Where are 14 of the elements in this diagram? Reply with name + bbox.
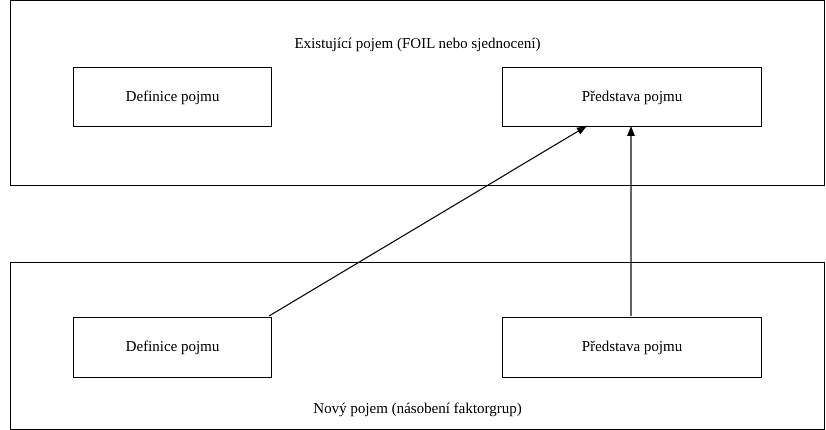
concept-box <box>502 317 762 378</box>
box-label: Definice pojmu <box>126 88 220 107</box>
arrow <box>268 125 588 317</box>
group-frame <box>10 0 825 186</box>
box-label: Představa pojmu <box>582 88 682 107</box>
box-label: Definice pojmu <box>126 338 220 358</box>
group-heading: Nový pojem (násobení faktorgrup) <box>313 400 522 418</box>
arrow <box>627 126 635 316</box>
concept-box <box>73 67 272 127</box>
concept-box <box>73 317 272 378</box>
concept-box <box>502 67 762 127</box>
box-label: Představa pojmu <box>582 338 682 358</box>
group-frame <box>10 262 825 430</box>
group-heading: Existující pojem (FOIL nebo sjednocení) <box>294 35 541 54</box>
